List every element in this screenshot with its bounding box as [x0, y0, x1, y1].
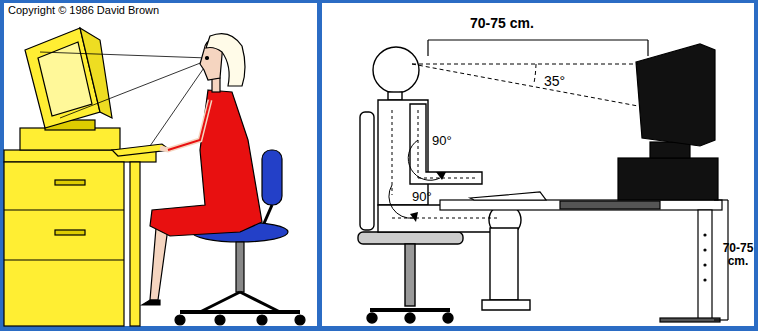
seated-figure: [373, 47, 530, 310]
angle-label: 35°: [544, 74, 584, 89]
copyright-note: Copyright © 1986 David Brown: [8, 4, 159, 16]
sight-line: [40, 52, 208, 146]
angle-line: [412, 64, 638, 106]
desk-outline: [440, 200, 722, 322]
yellow-desk: [4, 150, 156, 326]
right-panel: [322, 3, 754, 326]
dimension-label: 70-75 cm.: [718, 242, 758, 268]
angle-label: 90°: [412, 190, 452, 204]
angle-label: 90°: [432, 134, 472, 148]
seated-woman: [142, 34, 262, 305]
yellow-monitor: [20, 28, 120, 150]
keyboard: [470, 192, 546, 200]
black-monitor: [618, 44, 718, 200]
left-panel: [4, 3, 317, 326]
dimension-line: [428, 40, 728, 320]
dimension-label: 70-75 cm.: [470, 16, 600, 31]
